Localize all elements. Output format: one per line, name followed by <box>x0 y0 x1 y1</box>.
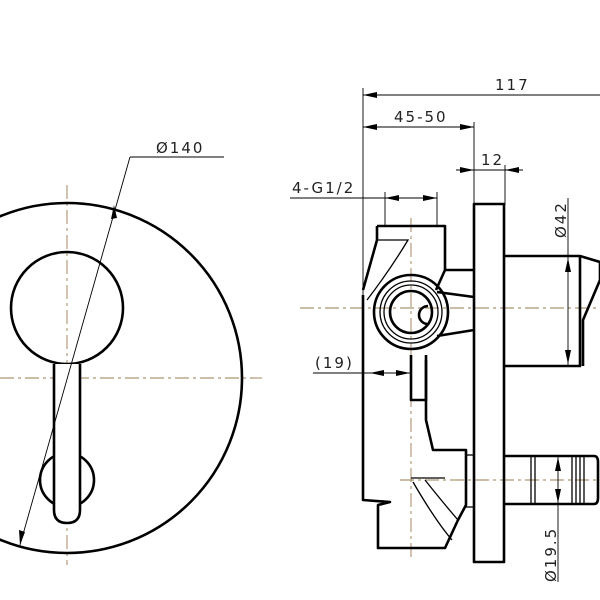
inlet-knob <box>417 304 429 326</box>
overall-depth-label: 117 <box>495 76 530 94</box>
arrow <box>505 167 519 173</box>
outlet-bend <box>411 477 459 541</box>
arrow <box>555 457 561 471</box>
body-chamfer <box>361 226 379 291</box>
offset-label: (19) <box>315 354 354 372</box>
side-view: 117 45-50 12 4-G1/2 Ø42 <box>290 76 600 582</box>
mounting-plate <box>472 202 506 564</box>
arrow <box>111 205 117 219</box>
valve-body <box>361 224 474 550</box>
cover-plate-circle <box>0 201 244 555</box>
handle-cylinder <box>505 254 582 368</box>
inlet-ring <box>379 280 443 344</box>
arrow <box>423 195 437 201</box>
arrow <box>370 370 384 376</box>
outlet-flange <box>465 454 475 508</box>
inlet-thread-label: 4-G1/2 <box>292 179 355 197</box>
handle-lever <box>52 364 82 525</box>
body-edge <box>366 239 410 301</box>
plate-thickness-label: 12 <box>481 151 504 169</box>
body-stub <box>409 355 428 402</box>
arrow <box>460 167 474 173</box>
arrow <box>460 124 474 130</box>
handle-diameter-label: Ø42 <box>552 201 570 238</box>
arrow <box>385 195 399 201</box>
arrow <box>363 92 377 98</box>
outlet-stem <box>505 454 600 506</box>
arrow <box>19 530 25 545</box>
outlet-diameter-label: Ø19.5 <box>542 527 560 582</box>
arrow <box>555 489 561 503</box>
front-view: Ø140 <box>0 139 262 565</box>
arrow <box>396 370 410 376</box>
arrow <box>565 258 571 272</box>
arrow <box>363 124 377 130</box>
handle-cap <box>579 254 600 366</box>
arrow <box>565 350 571 364</box>
inlet-ring-inner <box>388 289 434 335</box>
wall-depth-label: 45-50 <box>394 108 448 126</box>
inlet-ring-outer <box>372 273 450 351</box>
inlet-ring <box>383 284 439 340</box>
diameter-leader <box>19 156 131 546</box>
front-diameter-label: Ø140 <box>156 139 204 157</box>
